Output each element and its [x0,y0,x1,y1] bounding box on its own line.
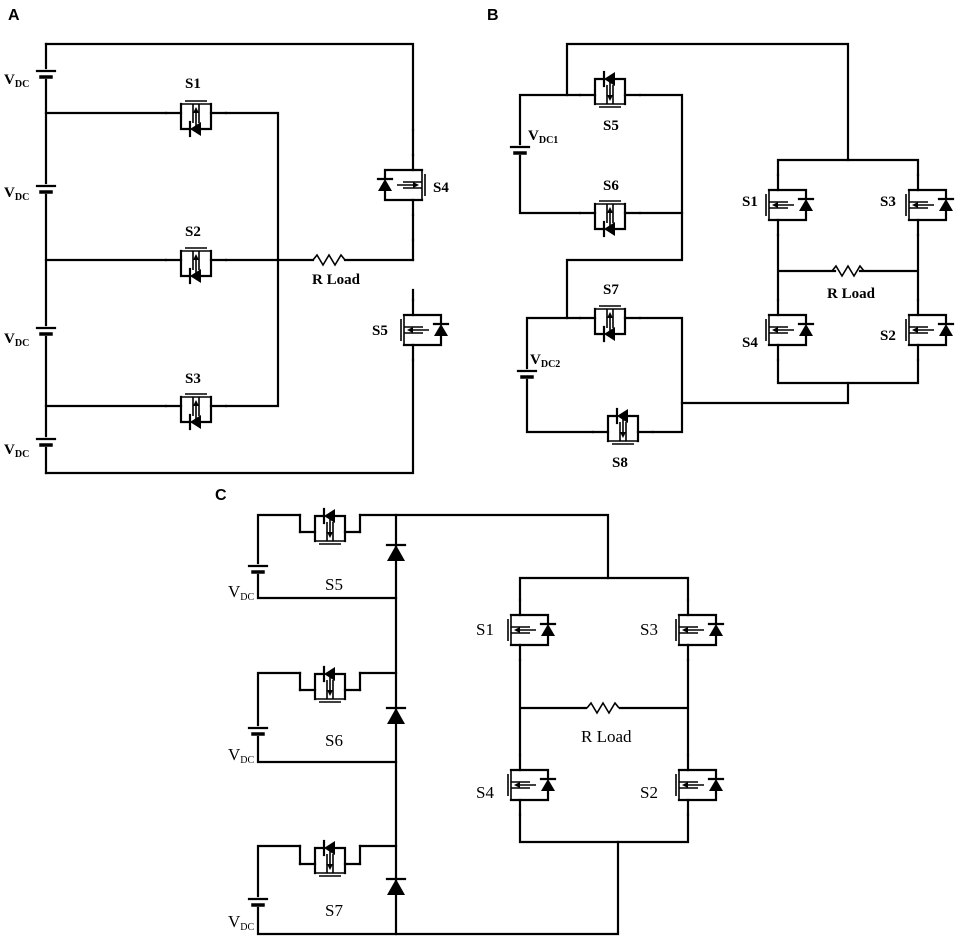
b-s1-label: S1 [742,194,758,210]
a-load-label: R Load [312,272,361,288]
a-s5-label: S5 [372,323,388,339]
a-vdc-label-3: VDC [4,331,29,349]
a-s1-label: S1 [185,76,201,92]
b-s2-label: S2 [880,328,896,344]
b-s8-label: S8 [612,455,628,471]
panel-b-label: B [487,7,499,24]
panel-b: B S1 S2 S3 S4 S5 S6 S7 S8 R Load VDC1 VD… [487,7,955,471]
c-s7-label: S7 [325,901,343,920]
a-s3-label: S3 [185,371,201,387]
c-vdc-label-2: VDC [228,745,255,766]
a-s2-label: S2 [185,224,201,240]
c-s1-label: S1 [476,620,494,639]
a-vdc-label-1: VDC [4,72,29,90]
c-s4-label: S4 [476,783,494,802]
panel-a: A S1 S2 S3 S4 S5 R Load VDC VDC VDC VDC [4,7,449,475]
panel-c: C S1 S2 S3 S4 S5 S6 S7 R Load [215,487,725,936]
b-s4-label: S4 [742,335,758,351]
c-vdc-label-3: VDC [228,912,255,933]
c-s3-label: S3 [640,620,658,639]
panel-a-label: A [8,7,20,24]
b-vdc1-label: VDC1 [528,128,558,146]
b-vdc2-label: VDC2 [530,352,560,370]
b-s6-label: S6 [603,178,619,194]
c-vdc-label-1: VDC [228,582,255,603]
c-s6-label: S6 [325,731,343,750]
c-s5-label: S5 [325,575,343,594]
a-vdc-label-4: VDC [4,442,29,460]
b-load-label: R Load [827,286,876,302]
panel-c-label: C [215,487,227,504]
b-s5-label: S5 [603,118,619,134]
a-vdc-label-2: VDC [4,185,29,203]
c-load-label: R Load [581,727,632,746]
a-s4-label: S4 [433,180,449,196]
c-s2-label: S2 [640,783,658,802]
b-s3-label: S3 [880,194,896,210]
b-s7-label: S7 [603,282,619,298]
